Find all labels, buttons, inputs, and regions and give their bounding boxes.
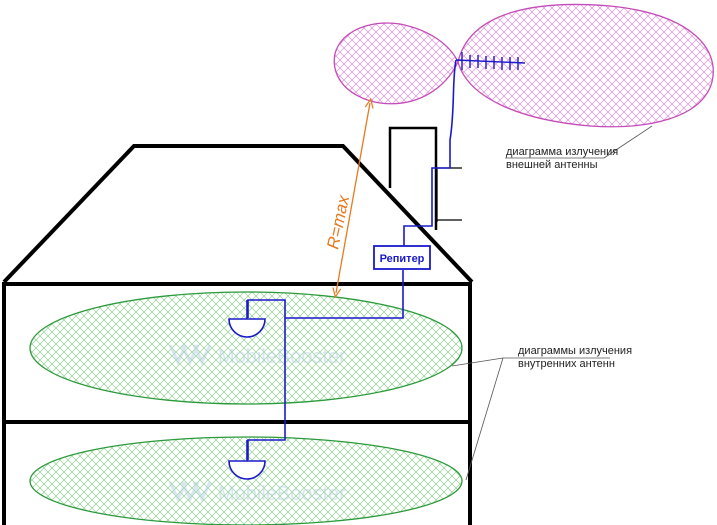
internal-antenna-floor-1 — [228, 300, 266, 338]
external-pattern-label-line1: диаграмма излучения — [506, 146, 618, 158]
watermark-text-2: MobileBooster — [218, 483, 346, 505]
building-structure — [2, 282, 472, 525]
internal-pattern-floor-1 — [29, 291, 463, 405]
repeater-box: Репитер — [373, 245, 431, 270]
antenna-mast — [436, 167, 462, 222]
chimney — [388, 126, 438, 230]
building-roof — [2, 144, 474, 284]
internal-pattern-floor-2 — [29, 436, 463, 525]
external-antenna-pattern — [333, 3, 714, 128]
external-pattern-left-lobe — [333, 22, 459, 105]
cable-external — [403, 59, 457, 246]
internal-pattern-label-line2: внутренних антенн — [518, 358, 615, 370]
external-antenna — [455, 52, 526, 70]
cable-internal — [247, 270, 404, 319]
watermark-logo: MobileBooster MobileBooster — [168, 344, 346, 505]
cable-riser — [247, 318, 286, 460]
internal-antenna-floor-2 — [228, 440, 266, 480]
distance-arrow: R=max — [323, 103, 370, 293]
watermark-text-1: MobileBooster — [218, 346, 346, 368]
internal-pattern-label-line1: диаграммы излучения — [518, 345, 632, 357]
external-pattern-label-line2: внешней антенны — [506, 159, 598, 171]
cable-network — [247, 59, 457, 460]
repeater-label: Репитер — [380, 253, 425, 265]
leader-lines — [451, 125, 653, 481]
external-pattern-right-lobe — [457, 3, 714, 128]
